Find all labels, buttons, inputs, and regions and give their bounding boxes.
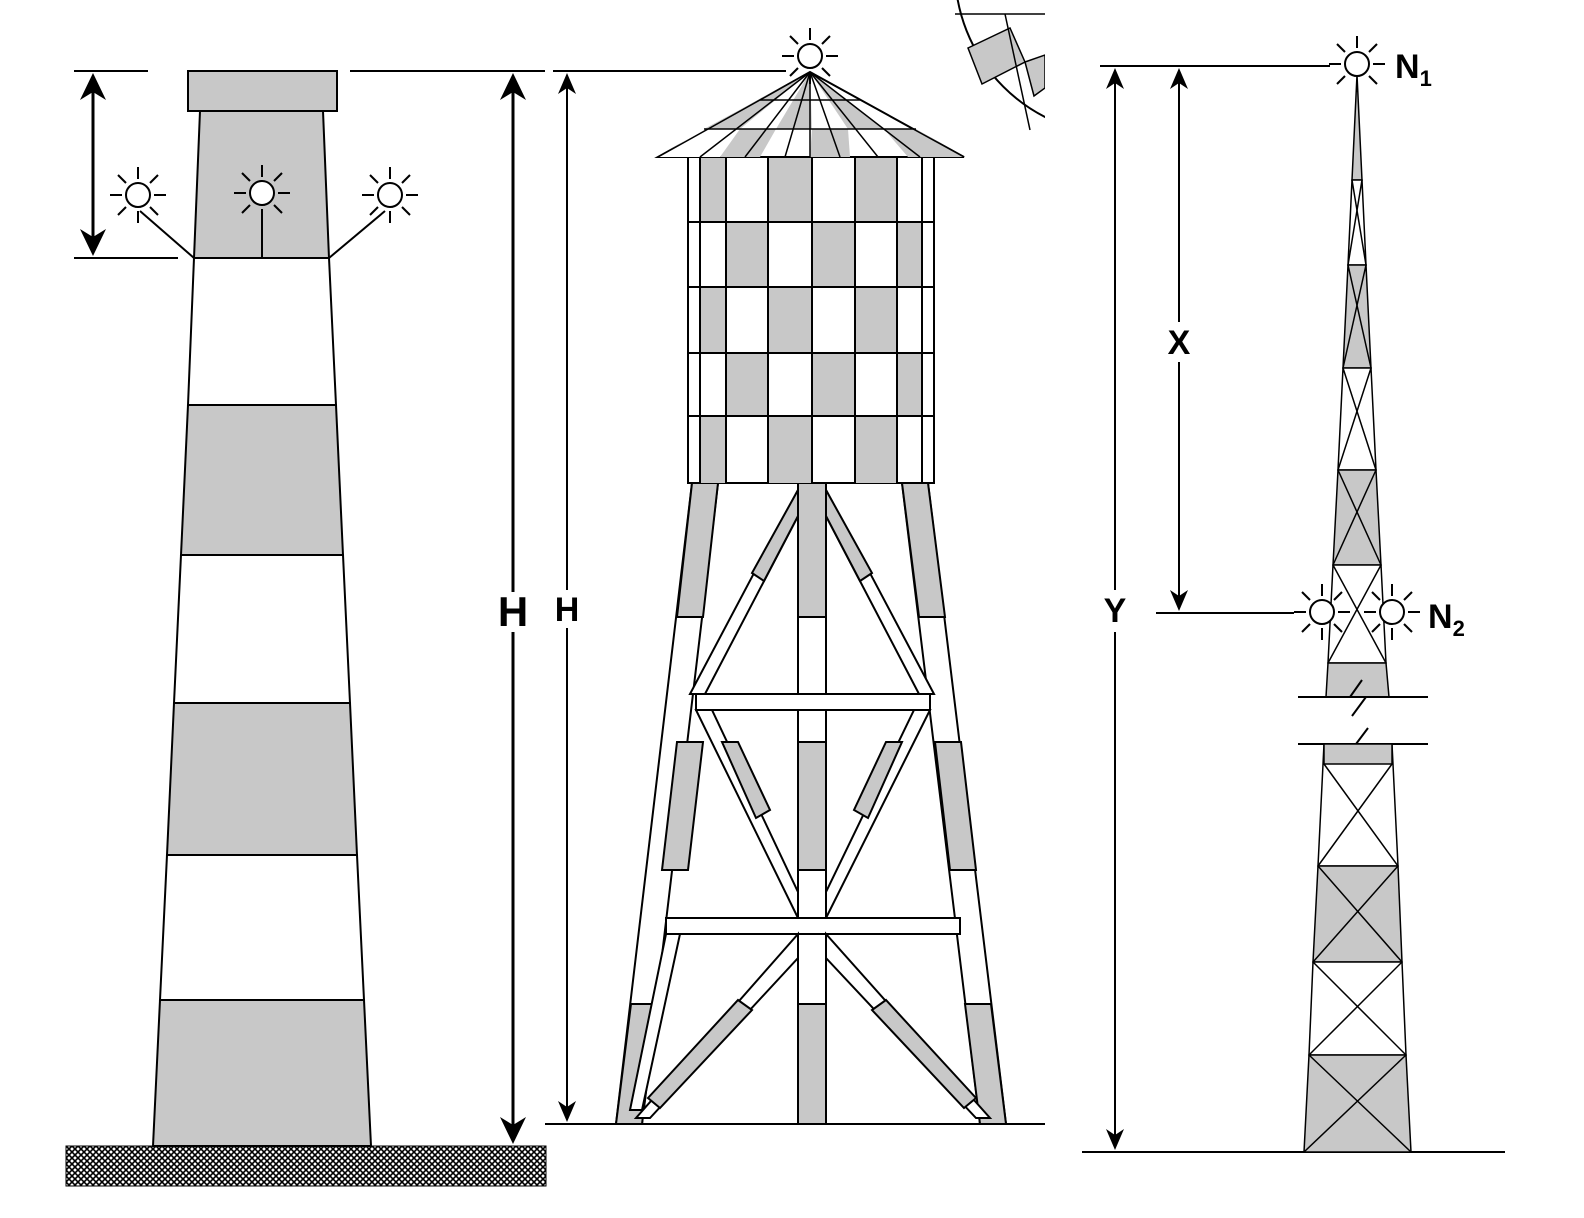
- tower1-band: [179, 404, 345, 556]
- tower1-height-label: H: [498, 588, 528, 635]
- light-icon: [1363, 583, 1421, 641]
- light-icon: [1293, 583, 1351, 641]
- water-tower: H: [545, 27, 1045, 1125]
- tower1-band: [172, 554, 352, 704]
- ground-base: [65, 1145, 547, 1187]
- globe-fragment: [955, 0, 1045, 131]
- tower1-band: [151, 999, 373, 1147]
- tower1-band: [186, 257, 338, 406]
- light-icon: [233, 164, 291, 222]
- light-icon: [1328, 35, 1386, 93]
- light-icon: [109, 166, 167, 224]
- tower1-cap: [187, 70, 338, 112]
- striped-chimney-tower: H: [65, 70, 547, 1187]
- top-light-label: N1: [1395, 48, 1432, 91]
- section-height-label: X: [1168, 324, 1191, 362]
- tower2-height-label: H: [555, 591, 580, 629]
- light-icon: [361, 166, 419, 224]
- light-icon: [781, 27, 839, 85]
- tower1-band: [158, 854, 366, 1001]
- tower2-roof: [654, 70, 965, 158]
- mid-light-label: N2: [1428, 598, 1465, 641]
- lattice-mast: N1 N2 Y X: [1082, 35, 1505, 1153]
- total-height-label: Y: [1104, 592, 1127, 630]
- tower1-band: [165, 702, 359, 856]
